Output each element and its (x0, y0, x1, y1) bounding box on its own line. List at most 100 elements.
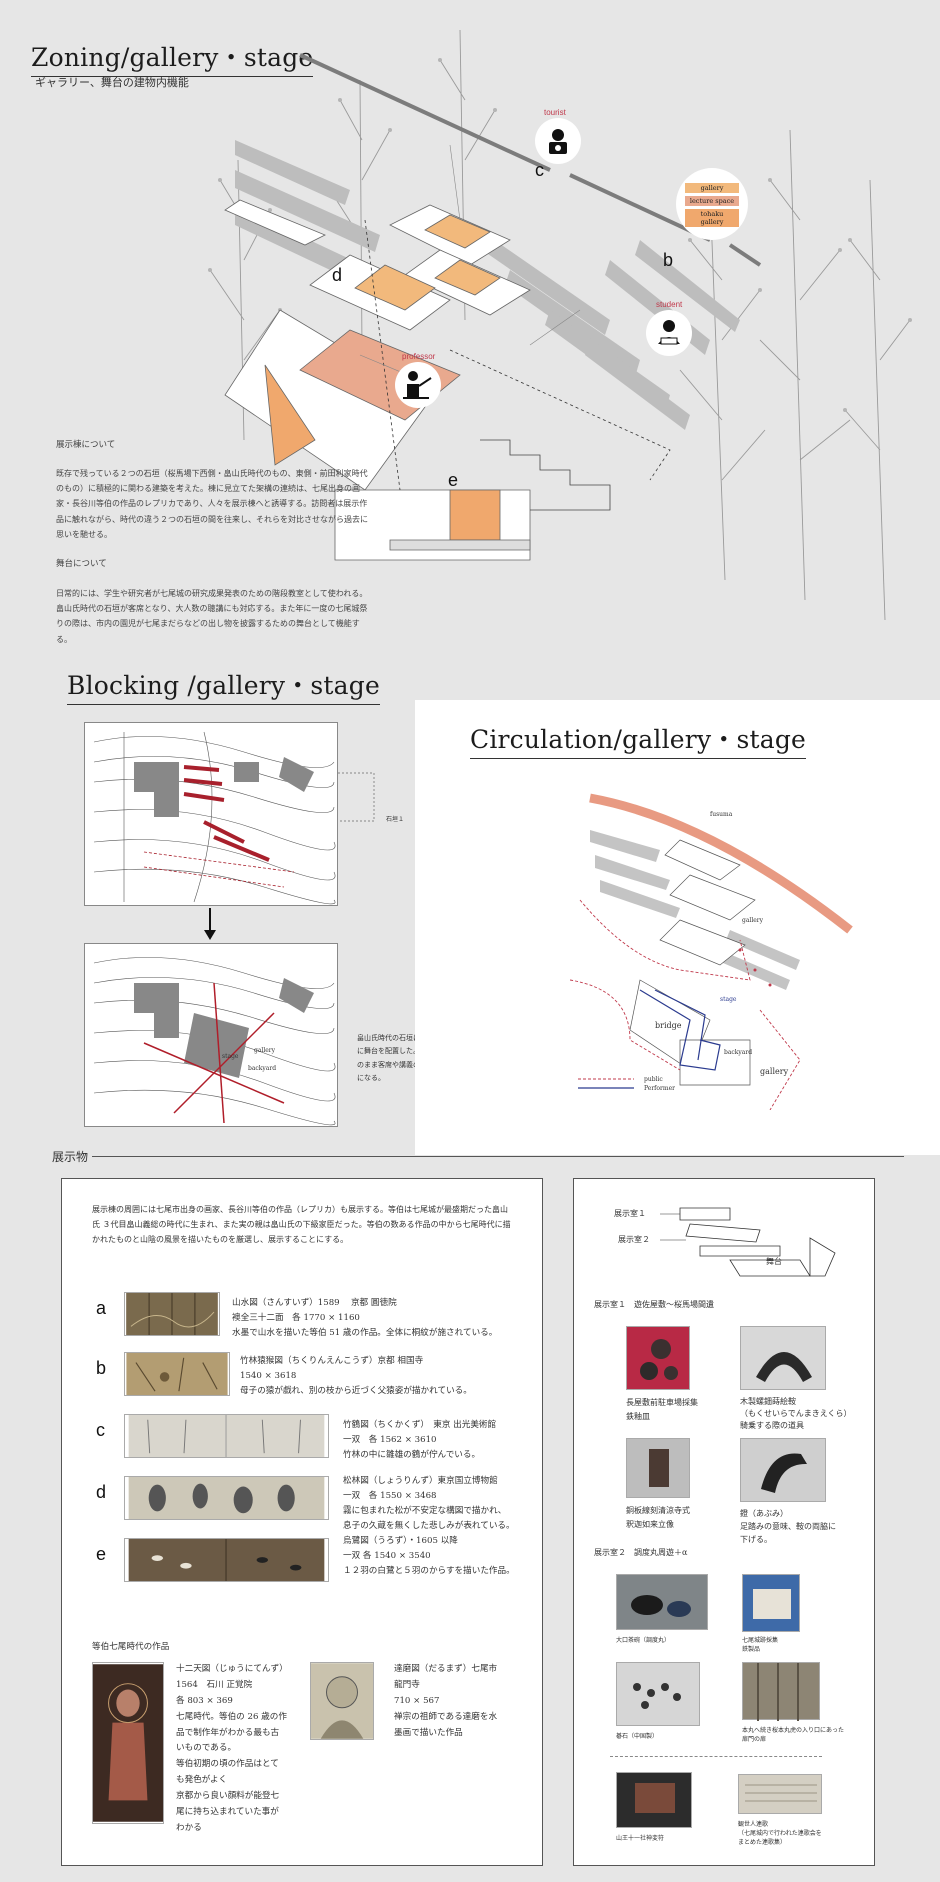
room2-item2-line-2: 鉄製品 (742, 1646, 761, 1653)
zoning-title: Zoning/gallery・stage (31, 38, 314, 77)
room2-item2-line-1: 七尾城跡採集 (742, 1637, 779, 1644)
work-letter-a: a (96, 1298, 107, 1318)
blocking-label-backyard: backyard (248, 1065, 277, 1072)
work-caption-c: 竹鶴図（ちくかくず） 東京 出光美術館 一双 各 1562 × 3610 竹林の… (343, 1418, 533, 1463)
juniten-line-10: 尾に持ち込まれていた事が (176, 1807, 279, 1818)
juniten-image (92, 1662, 164, 1824)
dashed-site-line (364, 219, 671, 491)
room1-item4-image (740, 1438, 826, 1502)
juniten-line-3: 各 803 × 369 (176, 1695, 233, 1706)
exhibits-intro: 展示棟の周囲には七尾市出身の画家、長谷川等伯の作品（レプリカ）も展示する。等伯は… (92, 1205, 511, 1245)
room1-item3-caption: 銅板線刻清涼寺式 釈迦如来立像 (626, 1504, 690, 1531)
work-b-line-2: 1540 × 3618 (240, 1371, 297, 1382)
student-label: student (656, 300, 683, 309)
work-a-line-3: 水墨で山水を描いた等伯 51 歳の作品。全体に桐紋が施されている。 (232, 1328, 498, 1339)
frame-bands (235, 140, 740, 430)
juniten-line-1: 十二天図（じゅうにてんず） (176, 1664, 288, 1674)
blocking-label-gallery: gallery (254, 1047, 276, 1054)
work-c-line-2: 一双 各 1562 × 3610 (343, 1435, 437, 1446)
legend-tohaku-gallery: tohaku gallery (685, 209, 739, 227)
juniten-line-11: わかる (176, 1822, 202, 1833)
room2-item6-image (738, 1774, 822, 1814)
legend-lecture-space: lecture space (685, 196, 739, 206)
zone-letter-d: d (332, 265, 343, 285)
room2-item4-line-1: 本丸へ続き桜本丸虎の入り口にあった (742, 1727, 845, 1734)
room1-item4-line-3: 下げる。 (740, 1534, 772, 1544)
circ-label-stage: stage (720, 996, 737, 1003)
circ-label-bridge: bridge (655, 1021, 682, 1030)
butai-label: 舞台 (766, 1257, 782, 1266)
work-c-line-3: 竹林の中に雛雄の鶴が佇んでいる。 (343, 1450, 481, 1461)
circ-label-fusuma: fusuma (710, 811, 733, 818)
room1-item2-line-1: 木製螺鈿蒔絵鞍 (740, 1397, 796, 1406)
room1-item1-image (626, 1326, 690, 1390)
blocking-map-before (84, 722, 338, 906)
room2-item6-line-3: まとめた連歌集） (738, 1839, 787, 1846)
work-image-b (124, 1352, 230, 1396)
work-caption-d: 松林図（しょうりんず）東京国立博物館 一双 各 1550 × 3468 霧に包ま… (343, 1474, 533, 1534)
work-d-line-3: 霧に包まれた松が不安定な構図で描かれ、 (343, 1506, 507, 1517)
work-letter-e: e (96, 1544, 107, 1564)
work-letter-c: c (96, 1420, 105, 1440)
room1-item4-caption: 鐙（あぶみ） 足踏みの意味、鞍の両脇に 下げる。 (740, 1508, 836, 1546)
zoning-axonometric-diagram (208, 29, 912, 621)
room1-item2-line-3: 騎乗する際の道具 (740, 1421, 804, 1430)
blocking-title: Blocking /gallery・stage (67, 666, 380, 705)
zone-letter-e: e (448, 470, 459, 490)
work-a-line-2: 襖全三十二面 各 1770 × 1160 (232, 1313, 360, 1324)
daruma-image (310, 1662, 374, 1740)
room1-item1-line-2: 鉄釉皿 (626, 1411, 650, 1421)
work-caption-b: 竹林猿猴図（ちくりんえんこうず）京都 相国寺 1540 × 3618 母子の猿が… (240, 1354, 540, 1399)
room2-item3-caption: 碁石（中国製） (616, 1733, 659, 1740)
room1-item2-line-2: （もくせいらでんまきえくら） (740, 1409, 852, 1418)
work-b-line-1: 竹林猿猴図（ちくりんえんこうず）京都 相国寺 (240, 1356, 424, 1366)
circ-label-gallery-2: gallery (760, 1067, 789, 1076)
room2-item2-image (742, 1574, 800, 1632)
daruma-line-3: 710 × 567 (394, 1695, 440, 1706)
juniten-line-9: 京都から良い顔料が能登七 (176, 1791, 280, 1802)
student-icon (646, 310, 692, 356)
work-d-line-1: 松林図（しょうりんず）東京国立博物館 (343, 1476, 498, 1486)
stage-heading: 舞台について (56, 559, 107, 569)
juniten-line-6: いものである。 (176, 1743, 237, 1754)
zone-letter-b: b (663, 250, 674, 270)
work-e-line-2: 一双 各 1540 × 3540 (343, 1551, 431, 1562)
work-c-line-1: 竹鶴図（ちくかくず） 東京 出光美術館 (343, 1420, 497, 1430)
background-trees (209, 29, 911, 621)
room2-item4-image (742, 1662, 820, 1721)
work-image-a (124, 1292, 220, 1336)
juniten-line-8: も発色がよく (176, 1775, 228, 1786)
work-image-d (124, 1476, 329, 1520)
exhibit-building-heading: 展示棟について (56, 440, 116, 450)
blocking-map-after (84, 943, 338, 1127)
exhibits-divider (92, 1156, 904, 1157)
tourist-label: tourist (544, 108, 566, 117)
circulation-title: Circulation/gallery・stage (470, 720, 807, 759)
room2-item4-line-2: 扉門の扉 (742, 1736, 767, 1743)
blocking-description: 畠山氏時代の石垣に正対するように舞台を配置した。この石垣がそのまま客席や講義の際… (357, 1034, 462, 1082)
professor-label: professor (402, 352, 436, 361)
work-e-line-1: 烏鷺図（うろず）・1605 以降 (343, 1536, 458, 1546)
room1-item4-line-1: 鐙（あぶみ） (740, 1509, 788, 1518)
circ-label-gallery: gallery (742, 917, 764, 924)
daruma-caption: 達磨図（だるまず）七尾市 龍門寺 710 × 567 禅宗の祖師である達磨を水 … (394, 1662, 524, 1741)
room2-item6-line-1: 観世人連歌 (738, 1821, 769, 1828)
room1-item2-caption: 木製螺鈿蒔絵鞍 （もくせいらでんまきえくら） 騎乗する際の道具 (740, 1396, 852, 1432)
circulation-legend-lines (578, 1078, 634, 1089)
room1-item1-caption: 長屋敷前駐車場採集 鉄釉皿 (626, 1396, 698, 1423)
work-a-line-1: 山水図（さんすいず）1589 京都 圓徳院 (232, 1298, 397, 1308)
room2-item1-image (616, 1574, 708, 1630)
room2-label: 展示室２ (618, 1235, 650, 1244)
exhibits-right-panel (573, 1178, 875, 1866)
work-b-line-3: 母子の猿が戯れ、別の枝から近づく父猿姿が描かれている。 (240, 1386, 472, 1397)
room1-label: 展示室１ (614, 1209, 646, 1218)
blocking-arrow (204, 908, 216, 940)
zoning-subtitle: ギャラリー、舞台の建物内機能 (35, 76, 189, 89)
room2-item5-caption: 山王十一社神変符 (616, 1835, 665, 1842)
circulation-diagram (570, 793, 853, 1110)
daruma-line-5: 墨画で描いた作品 (394, 1727, 463, 1738)
gallery-middle (224, 199, 451, 331)
daruma-line-1: 達磨図（だるまず）七尾市 (394, 1664, 498, 1674)
room2-heading: 展示室２ 調度丸周遊＋α (594, 1548, 688, 1557)
work-image-c (124, 1414, 329, 1458)
